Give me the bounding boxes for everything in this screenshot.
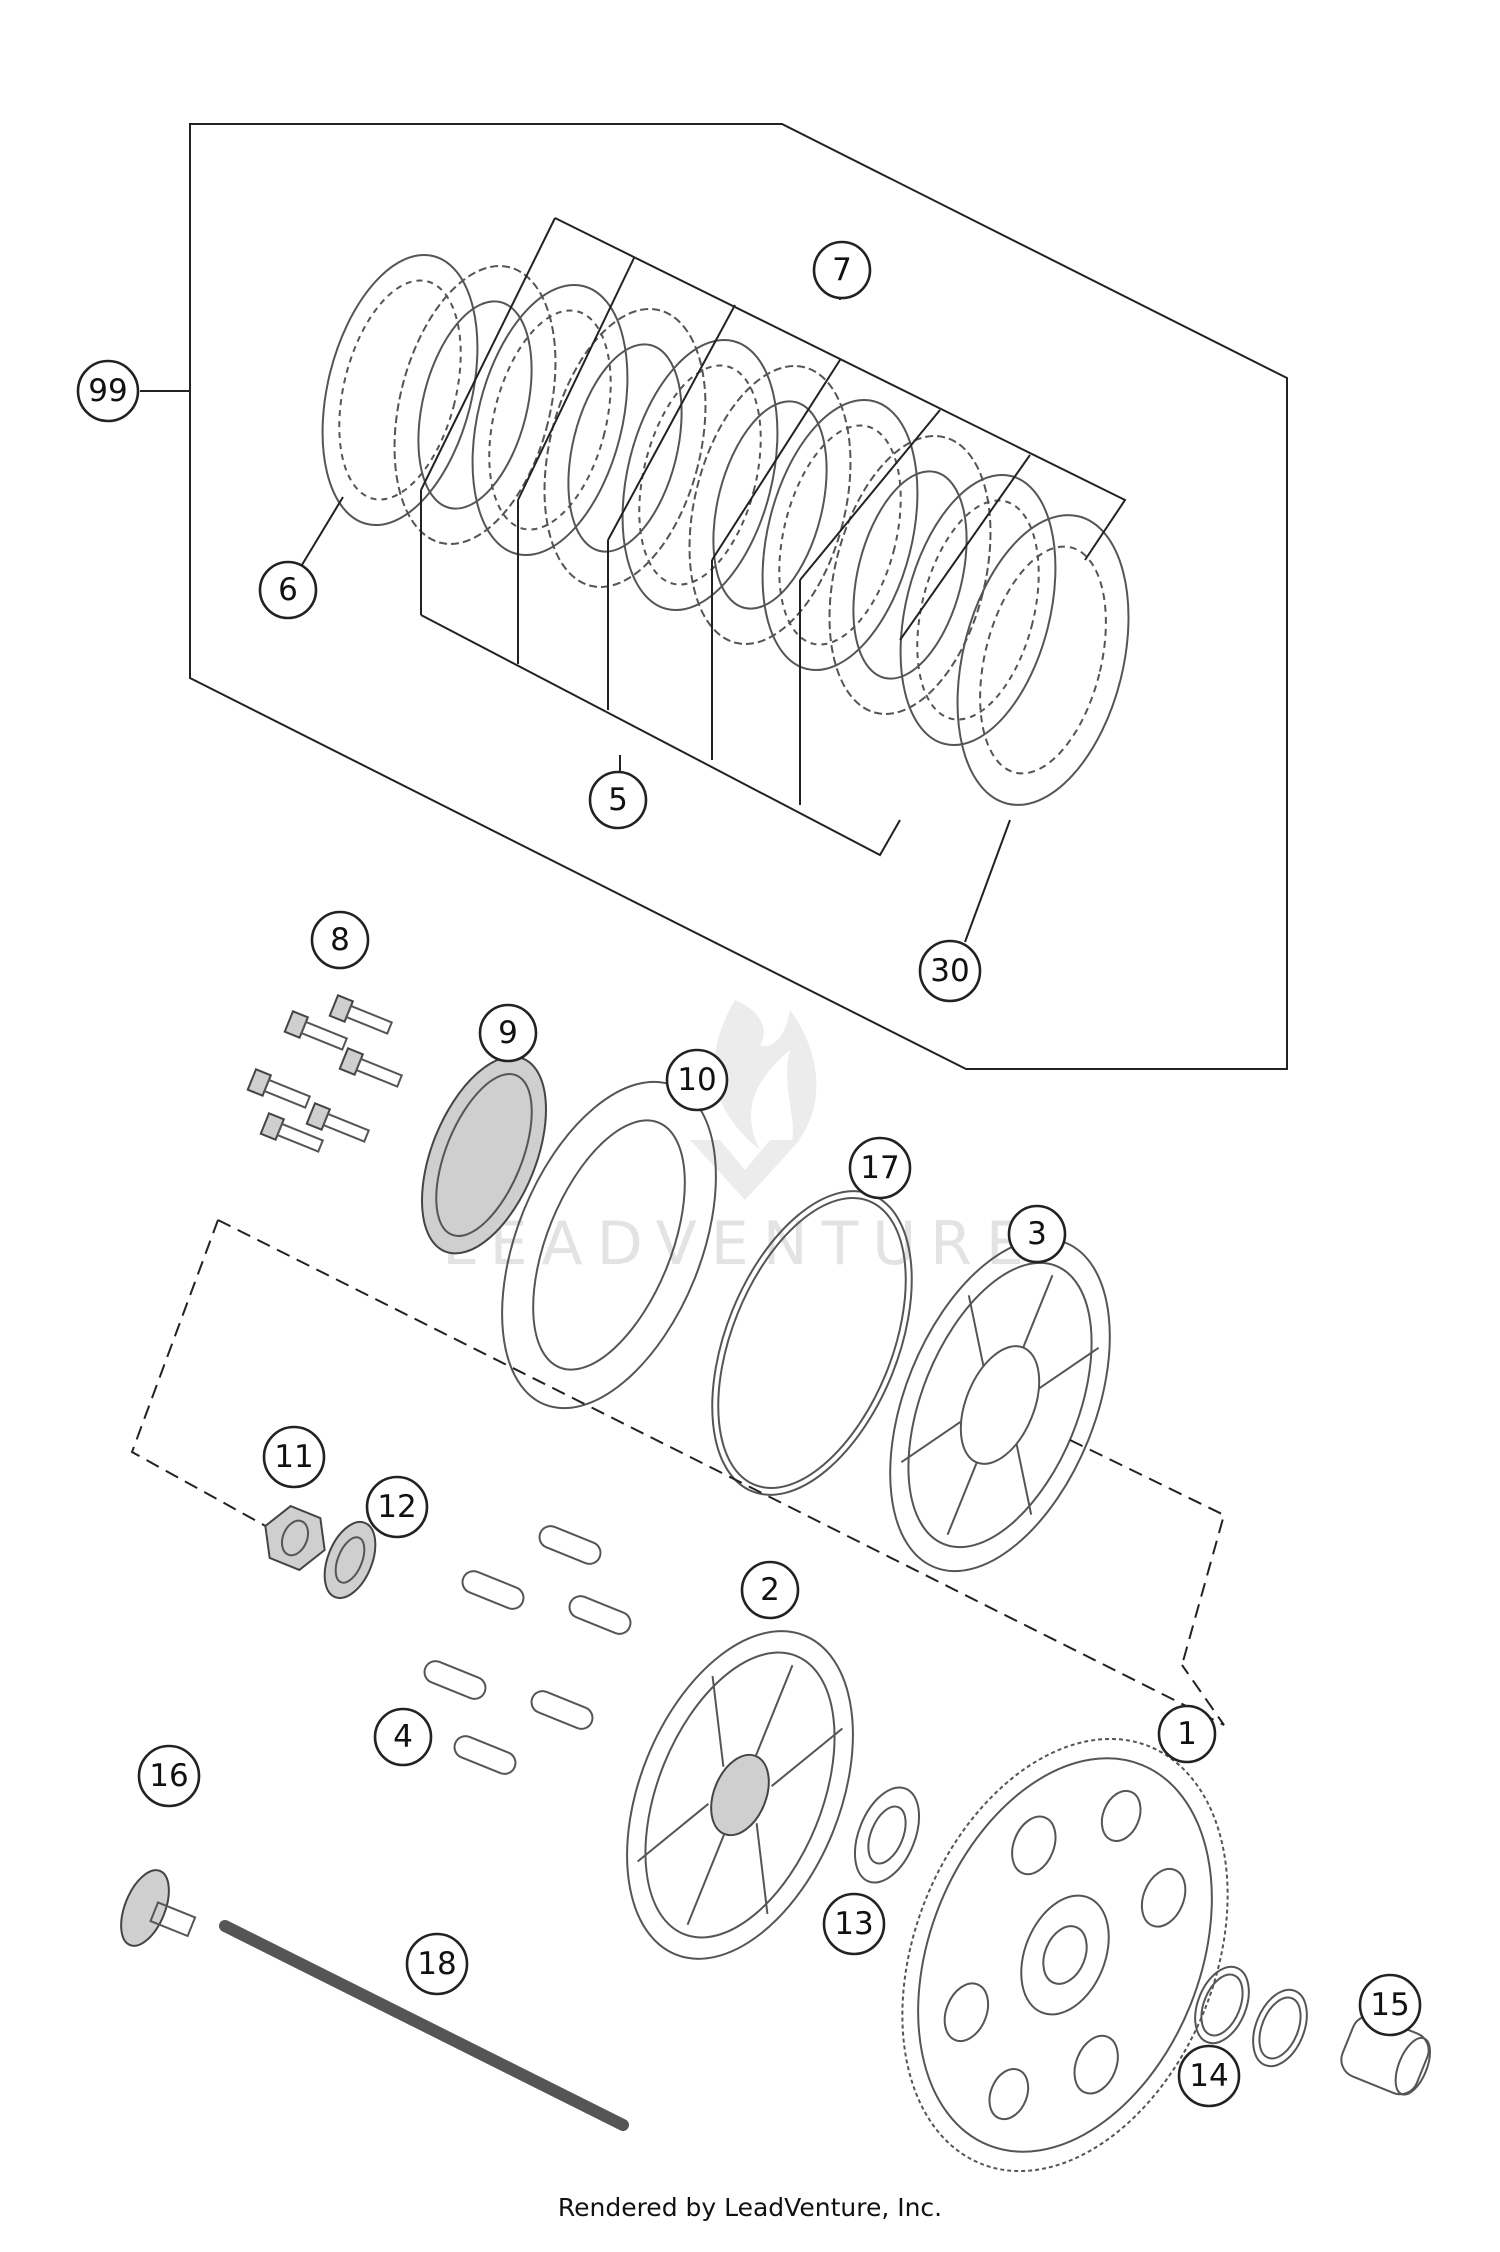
leadventure-watermark: LEADVENTURE (442, 1000, 1038, 1279)
svg-text:11: 11 (274, 1439, 313, 1475)
footer-credit: Rendered by LeadVenture, Inc. (557, 2193, 943, 2222)
callout-99: 99 (76, 359, 140, 423)
thrust-bearing (421, 1055, 547, 1255)
svg-text:10: 10 (677, 1062, 716, 1098)
svg-text:30: 30 (930, 953, 969, 989)
callout-11: 11 (262, 1425, 326, 1489)
callout-1: 1 (1157, 1704, 1217, 1764)
svg-text:16: 16 (149, 1758, 188, 1794)
spring-washer (323, 1521, 377, 1599)
svg-text:18: 18 (417, 1946, 456, 1982)
svg-text:4: 4 (393, 1719, 413, 1755)
callout-7: 7 (812, 240, 872, 300)
outer-clutch-basket (901, 1737, 1229, 2173)
callout-6: 6 (258, 560, 318, 620)
svg-text:8: 8 (330, 922, 350, 958)
svg-text:14: 14 (1189, 2058, 1228, 2094)
svg-text:6: 6 (278, 572, 298, 608)
callout-2: 2 (740, 1560, 800, 1620)
disc-brackets (287, 217, 1127, 943)
callout-13: 13 (822, 1892, 886, 1956)
callout-3: 3 (1007, 1204, 1067, 1264)
callout-16: 16 (137, 1744, 201, 1808)
svg-text:99: 99 (88, 373, 127, 409)
push-rod (219, 1920, 629, 2131)
callout-14: 14 (1177, 2044, 1241, 2108)
svg-text:5: 5 (608, 782, 628, 818)
nut (264, 1504, 326, 1572)
needle-bushings (1194, 1965, 1308, 2068)
callout-30: 30 (918, 939, 982, 1003)
inner-clutch-hub (626, 1630, 854, 1960)
bolts (246, 994, 404, 1153)
guide-pins (423, 1525, 632, 1775)
watermark-text: LEADVENTURE (442, 1209, 1038, 1279)
thrust-washer (853, 1786, 921, 1884)
callout-9: 9 (478, 1003, 538, 1063)
svg-text:17: 17 (860, 1150, 899, 1186)
callout-8: 8 (310, 910, 370, 970)
svg-text:7: 7 (832, 252, 852, 288)
callout-4: 4 (373, 1707, 433, 1767)
svg-text:2: 2 (760, 1572, 780, 1608)
callout-17: 17 (848, 1136, 912, 1200)
push-piece (120, 1869, 197, 1947)
callout-15: 15 (1358, 1973, 1422, 2037)
callout-10: 10 (665, 1048, 729, 1112)
svg-text:1: 1 (1177, 1716, 1197, 1752)
callout-12: 12 (365, 1475, 429, 1539)
svg-text:15: 15 (1370, 1987, 1409, 2023)
dashed-assembly-outline (130, 1219, 281, 1535)
svg-text:13: 13 (834, 1906, 873, 1942)
kit-group-outline (189, 123, 1288, 1070)
callout-18: 18 (405, 1932, 469, 1996)
svg-text:3: 3 (1027, 1216, 1047, 1252)
callout-5: 5 (588, 770, 648, 830)
svg-text:12: 12 (377, 1489, 416, 1525)
clutch-disc-stack (321, 253, 1130, 806)
svg-text:9: 9 (498, 1015, 518, 1051)
